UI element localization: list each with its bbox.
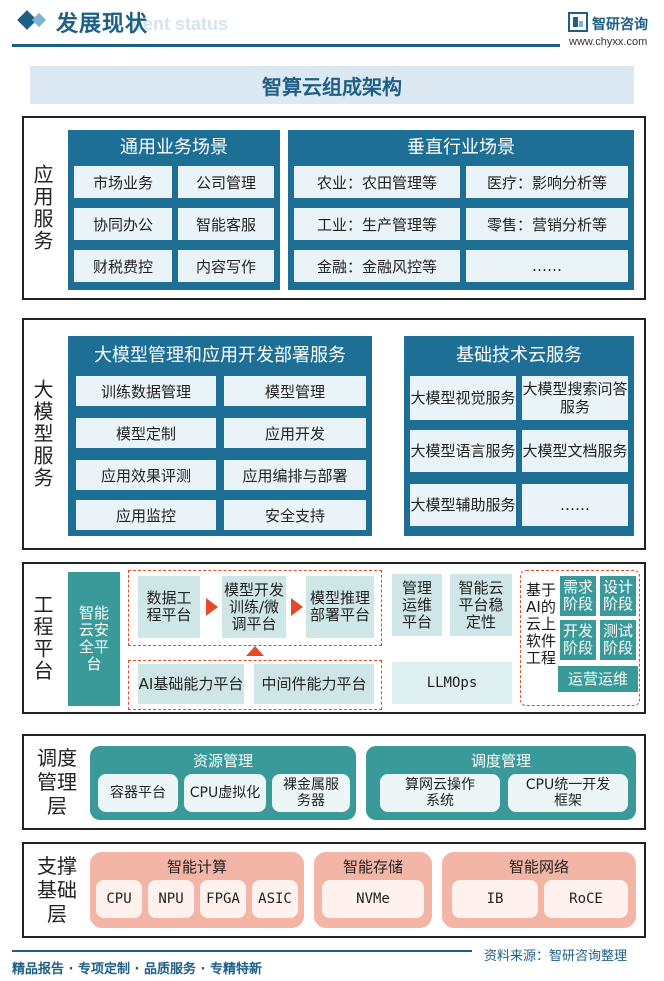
general-scenario-title: 通用业务场景 — [120, 137, 228, 158]
model-mgmt-item: 应用编排与部署 — [224, 460, 366, 490]
model-service-label: 大模型服务 — [30, 379, 54, 489]
cloud-service-item: 大模型文档服务 — [522, 430, 628, 472]
model-mgmt-item: 模型定制 — [76, 418, 216, 448]
vertical-item: 金融：金融风控等 — [294, 250, 460, 282]
general-item: 智能客服 — [178, 208, 274, 240]
vertical-item: 农业：农田管理等 — [294, 166, 460, 198]
base-label: 支撑基础层 — [37, 854, 77, 926]
model-mgmt-title: 大模型管理和应用开发部署服务 — [94, 345, 346, 366]
vertical-item: 工业：生产管理等 — [294, 208, 460, 240]
model-infer-platform: 模型推理部署平台 — [306, 576, 374, 638]
cloud-service-title: 基础技术云服务 — [456, 345, 582, 366]
arrow-up-icon — [246, 646, 264, 656]
footer-source: 资料来源：智研咨询整理 — [484, 949, 628, 964]
diagram-title: 智算云组成架构 — [30, 66, 634, 104]
model-mgmt-item: 应用开发 — [224, 418, 366, 448]
resource-item: 容器平台 — [98, 774, 178, 812]
capability-group — [128, 660, 382, 710]
logo-url: www.chyxx.com — [569, 36, 648, 48]
model-dev-platform: 模型开发训练/微调平台 — [222, 576, 286, 638]
network-item: RoCE — [544, 880, 628, 918]
cloud-service-item: 大模型语言服务 — [410, 430, 516, 472]
header-title: 发展现状 — [56, 12, 149, 37]
logo-name: 智研咨询 — [592, 17, 648, 33]
network-item: IB — [452, 880, 538, 918]
network-title: 智能网络 — [508, 857, 569, 876]
model-mgmt-item: 模型管理 — [224, 376, 366, 406]
ai-cloud-software-label: 基于AI的云上软件工程 — [525, 580, 556, 667]
dispatch-item: CPU统一开发框架 — [508, 774, 628, 812]
general-item: 内容写作 — [178, 250, 274, 282]
security-platform: 智能云安全平台 — [68, 572, 120, 706]
cloud-service-item: 大模型搜索问答服务 — [522, 376, 628, 420]
model-mgmt-item: 应用效果评测 — [76, 460, 216, 490]
llmops-platform: LLMOps — [392, 662, 512, 704]
cloud-service-item: 大模型视觉服务 — [410, 376, 516, 420]
resource-item: 裸金属服务器 — [272, 774, 350, 812]
vertical-item: 零售：营销分析等 — [466, 208, 628, 240]
testing-stage: 测试阶段 — [600, 620, 636, 660]
compute-title: 智能计算 — [166, 857, 227, 876]
data-eng-platform: 数据工程平台 — [138, 576, 200, 638]
resource-mgmt-title: 资源管理 — [192, 751, 253, 770]
ai-base-platform: AI基础能力平台 — [138, 664, 244, 704]
general-item: 公司管理 — [178, 166, 274, 198]
header-divider — [12, 44, 560, 47]
model-pipeline-group — [128, 570, 382, 646]
design-stage: 设计阶段 — [600, 576, 636, 616]
footer-divider — [12, 950, 472, 952]
resource-item: CPU虚拟化 — [184, 774, 266, 812]
app-service-label: 应用服务 — [30, 164, 54, 252]
vertical-item: …… — [466, 250, 628, 282]
compute-item: CPU — [96, 880, 142, 918]
logo-icon — [568, 12, 588, 32]
storage-title: 智能存储 — [342, 857, 403, 876]
ai-software-group — [520, 570, 640, 706]
scheduling-label: 调度管理层 — [37, 746, 77, 818]
middleware-platform: 中间件能力平台 — [254, 664, 374, 704]
compute-item: FPGA — [200, 880, 246, 918]
arrow-right-icon — [206, 598, 218, 616]
general-item: 协同办公 — [74, 208, 172, 240]
dispatch-mgmt-title: 调度管理 — [470, 751, 531, 770]
general-item: 市场业务 — [74, 166, 172, 198]
model-mgmt-item: 安全支持 — [224, 500, 366, 530]
compute-item: NPU — [148, 880, 194, 918]
dispatch-item: 算网云操作系统 — [380, 774, 500, 812]
model-mgmt-item: 训练数据管理 — [76, 376, 216, 406]
header-diamond-accent-icon — [31, 12, 47, 28]
vertical-scenario-title: 垂直行业场景 — [407, 137, 515, 158]
engineering-label: 工程平台 — [30, 594, 54, 682]
footer-slogan: 精品报告 · 专项定制 · 品质服务 · 专精特新 — [12, 962, 262, 977]
cloud-service-item: …… — [522, 484, 628, 526]
development-stage: 开发阶段 — [560, 620, 596, 660]
cloud-stability-platform: 智能云平台稳定性 — [450, 574, 512, 636]
general-item: 财税费控 — [74, 250, 172, 282]
model-mgmt-item: 应用监控 — [76, 500, 216, 530]
requirement-stage: 需求阶段 — [560, 576, 596, 616]
vertical-item: 医疗：影响分析等 — [466, 166, 628, 198]
operations-stage: 运营运维 — [558, 666, 638, 692]
cloud-service-item: 大模型辅助服务 — [410, 484, 516, 526]
storage-item: NVMe — [322, 880, 424, 918]
ops-mgmt-platform: 管理运维平台 — [392, 574, 442, 636]
header-subtitle: nent status — [132, 14, 229, 34]
arrow-right-icon — [291, 598, 303, 616]
compute-item: ASIC — [252, 880, 298, 918]
